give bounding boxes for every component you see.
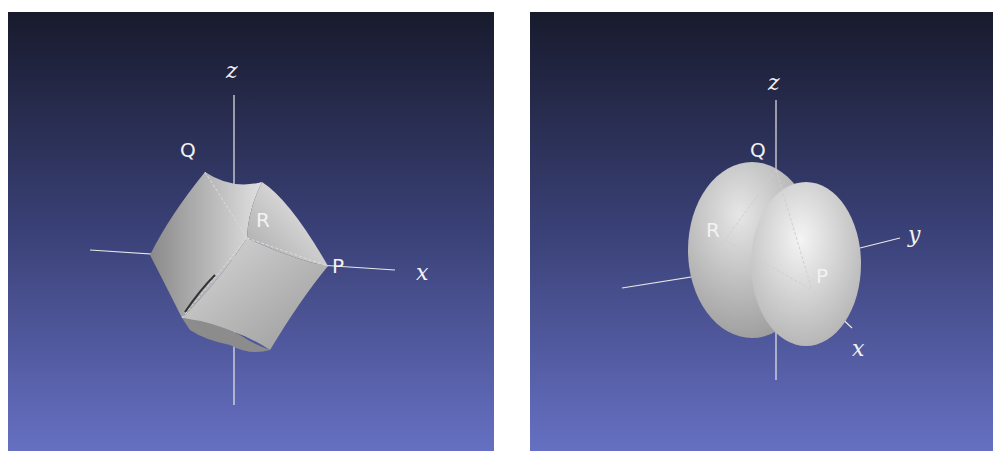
point-label: Q [750,140,766,160]
right-solid [688,162,861,346]
point-label: R [706,220,720,240]
axis-label: x [852,338,864,360]
point-label: Q [180,140,196,160]
point-label: R [256,210,270,230]
left-solid [150,172,328,352]
axis-label: y [908,224,920,246]
left-axes [90,95,395,405]
point-label: P [332,256,344,276]
axis-label: z [226,60,238,82]
left-viewport [8,12,494,451]
axis-label: x [416,262,428,284]
right-axes [622,100,900,380]
point-label: P [816,266,828,286]
right-viewport [530,12,993,451]
axis-label: z [768,72,780,94]
